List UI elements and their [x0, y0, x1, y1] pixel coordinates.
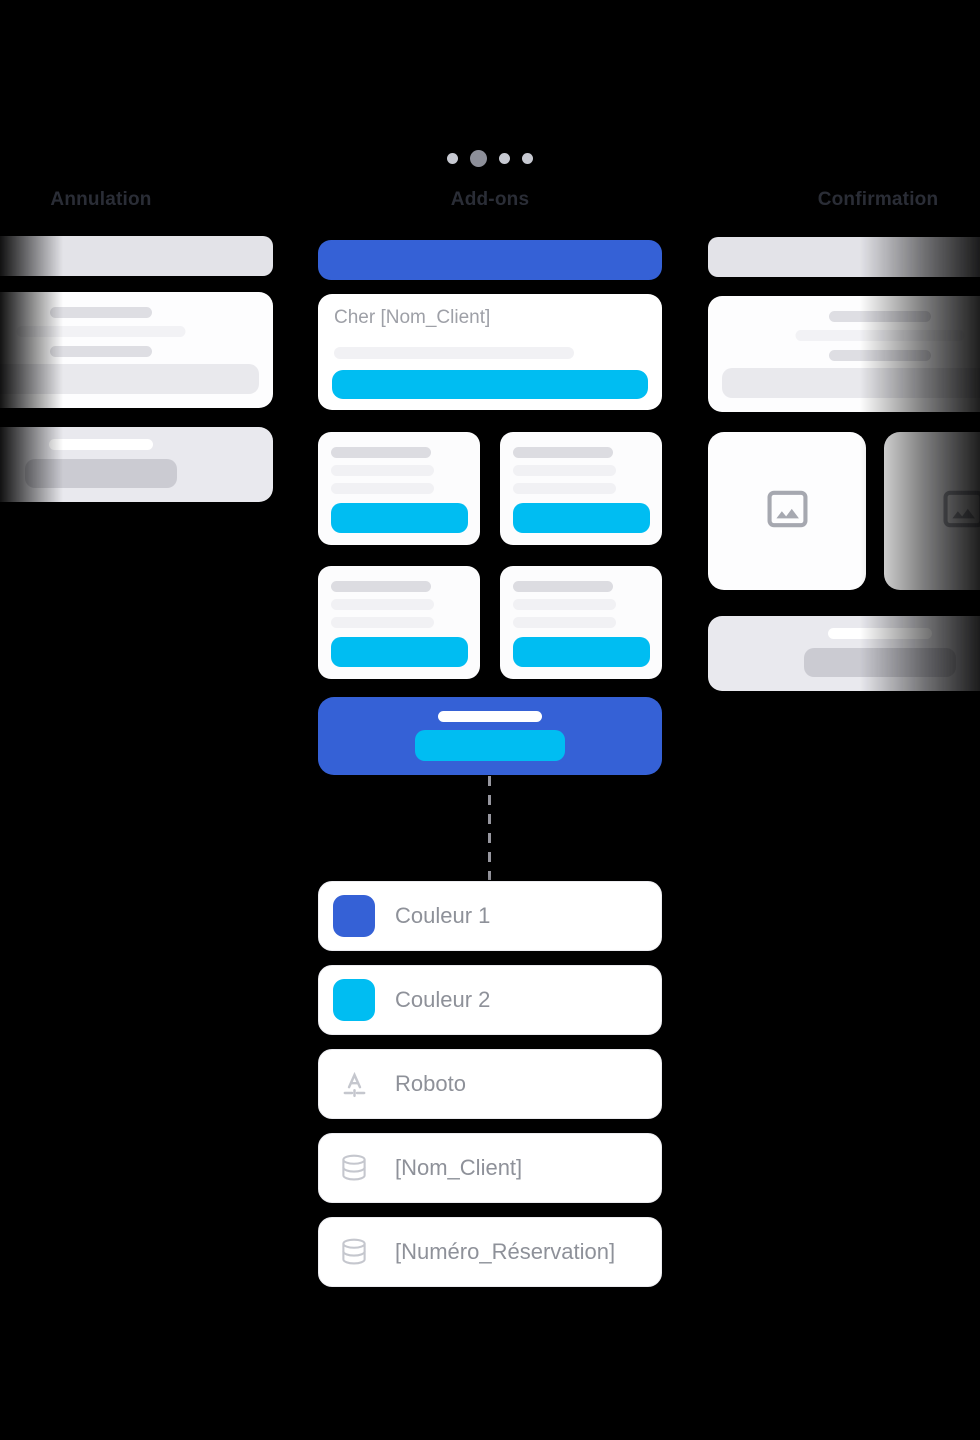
placeholder-line: [50, 346, 152, 357]
slide-title-annulation: Annulation: [50, 189, 152, 210]
carousel-dot[interactable]: [522, 152, 533, 164]
color-swatch: [333, 895, 375, 937]
placeholder-line: [331, 581, 431, 592]
slide-annulation: [0, 0, 273, 900]
slide-title-addons: Add-ons: [450, 189, 530, 210]
email-header-placeholder: [708, 237, 980, 277]
property-label: Couleur 1: [395, 903, 491, 928]
property-color-1[interactable]: Couleur 1: [318, 881, 662, 951]
property-merge-field-nom-client[interactable]: [Nom_Client]: [318, 1133, 662, 1203]
greeting-text: Cher [Nom_Client]: [334, 307, 491, 328]
greeting-card: Cher [Nom_Client]: [318, 294, 662, 410]
property-label: [Nom_Client]: [395, 1155, 523, 1180]
placeholder-line: [513, 465, 616, 476]
placeholder-line: [16, 326, 186, 337]
property-label: [Numéro_Réservation]: [395, 1239, 616, 1264]
email-footer-card: [0, 427, 273, 502]
property-label: Roboto: [395, 1071, 466, 1096]
addon-card: [500, 432, 662, 545]
placeholder-line: [513, 581, 613, 592]
email-body-card: [0, 292, 273, 408]
placeholder-button: [25, 459, 177, 488]
slide-confirmation: [708, 0, 980, 900]
placeholder-line: [829, 350, 931, 361]
carousel-dot[interactable]: [447, 152, 458, 164]
image-icon: [767, 490, 808, 533]
placeholder-line: [513, 599, 616, 610]
placeholder-line: [49, 439, 153, 450]
placeholder-line: [331, 599, 434, 610]
slide-title-confirmation: Confirmation: [817, 189, 939, 210]
database-icon: [333, 1231, 375, 1273]
carousel-dot[interactable]: [499, 152, 510, 164]
placeholder-line: [334, 347, 574, 359]
email-header-bar: [318, 240, 662, 280]
placeholder-line: [331, 617, 434, 628]
color-swatch: [333, 979, 375, 1021]
placeholder-line: [331, 447, 431, 458]
cta-button-placeholder[interactable]: [331, 503, 468, 533]
email-header-placeholder: [0, 236, 273, 276]
placeholder-line: [513, 447, 613, 458]
placeholder-button: [804, 648, 956, 677]
carousel-pagination: [0, 148, 980, 168]
placeholder-line: [829, 311, 931, 322]
addon-card: [318, 566, 480, 679]
email-footer-bar: [318, 697, 662, 775]
property-color-2[interactable]: Couleur 2: [318, 965, 662, 1035]
property-merge-field-numero-reservation[interactable]: [Numéro_Réservation]: [318, 1217, 662, 1287]
placeholder-line: [513, 617, 616, 628]
connector-dashed-line: [488, 776, 491, 880]
font-icon: [333, 1063, 375, 1105]
image-placeholder-card: [884, 432, 980, 590]
addon-card: [318, 432, 480, 545]
placeholder-line: [438, 711, 542, 722]
property-label: Couleur 2: [395, 987, 491, 1012]
email-body-card: [708, 296, 980, 412]
cta-button-placeholder[interactable]: [332, 370, 648, 399]
database-icon: [333, 1147, 375, 1189]
placeholder-line: [513, 483, 616, 494]
carousel-dot-active[interactable]: [470, 149, 487, 167]
addon-card: [500, 566, 662, 679]
placeholder-button: [722, 368, 980, 398]
cta-button-placeholder[interactable]: [415, 730, 565, 761]
cta-button-placeholder[interactable]: [513, 637, 650, 667]
placeholder-line: [331, 483, 434, 494]
image-icon: [943, 490, 980, 533]
image-placeholder-card: [708, 432, 866, 590]
slide-addons: Cher [Nom_Client]: [318, 0, 662, 900]
placeholder-line: [50, 307, 152, 318]
template-properties-list: Couleur 1 Couleur 2 Roboto: [318, 881, 662, 1287]
placeholder-button: [0, 364, 259, 394]
property-font[interactable]: Roboto: [318, 1049, 662, 1119]
placeholder-line: [828, 628, 932, 639]
cta-button-placeholder[interactable]: [331, 637, 468, 667]
cta-button-placeholder[interactable]: [513, 503, 650, 533]
email-footer-card: [708, 616, 980, 691]
placeholder-line: [795, 330, 965, 341]
placeholder-line: [331, 465, 434, 476]
